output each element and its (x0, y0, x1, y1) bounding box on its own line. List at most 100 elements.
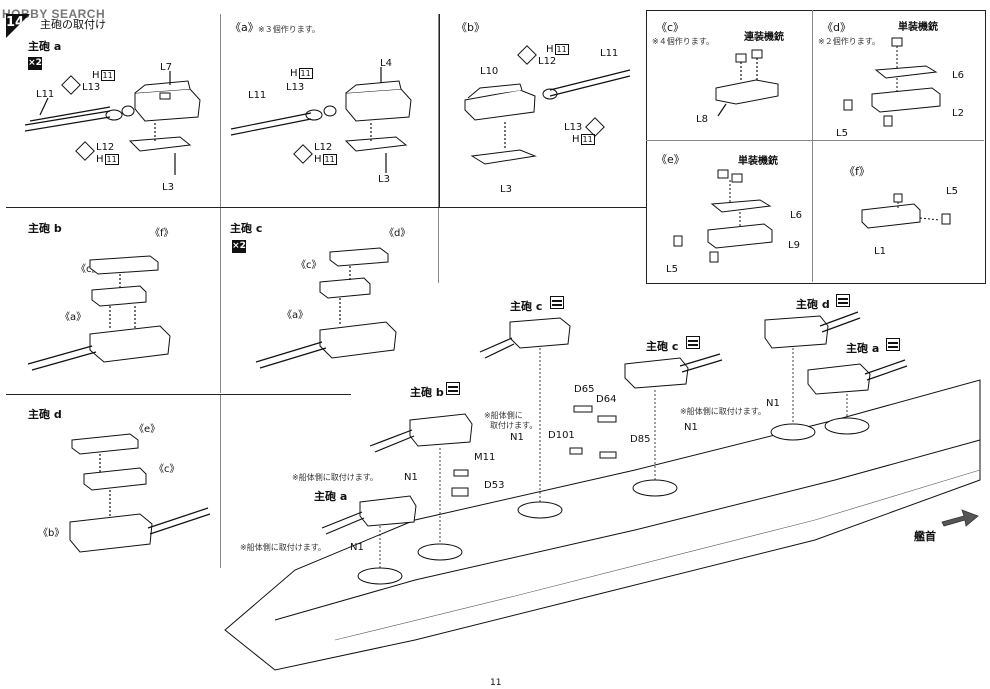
ship-turret-main-a-fwd-label: 主砲 a (314, 490, 348, 503)
sub-b-L13: L13 (564, 122, 583, 133)
ship-turrets (321, 311, 908, 535)
sub-a-L13: L13 (286, 82, 305, 93)
panel-sub-b (438, 14, 647, 207)
ship-part-N1-c: N1 (766, 398, 780, 409)
sub-c-note: ※４個作ります。 (652, 37, 714, 46)
sub-d-note: ※２個作ります。 (818, 37, 880, 46)
main-c-mid-arrow-icon (686, 336, 700, 349)
ship-part-D101: D101 (548, 430, 575, 441)
main-c-fwd-arrow-icon (550, 296, 564, 309)
sub-a-note: ※３個作ります。 (258, 25, 320, 34)
ship-part-D64: D64 (596, 394, 617, 405)
ship-note-hull-4: ※船体側に取付けます。 (240, 543, 326, 552)
sub-a-L3: L3 (378, 174, 390, 185)
sub-a-L11: L11 (248, 90, 267, 101)
main-d-tag-b: 《b》 (38, 528, 65, 539)
sub-c-L8: L8 (696, 114, 708, 125)
ship-part-N1-d: N1 (404, 472, 418, 483)
sub-d-title: 《d》 (822, 21, 851, 34)
ship-turret-main-c-mid-label: 主砲 c (646, 340, 679, 353)
sub-d-L5: L5 (836, 128, 848, 139)
divider-right-v (812, 10, 813, 282)
ship-turret-main-d-label: 主砲 d (796, 298, 830, 311)
sub-a-L12: L12 (314, 142, 333, 153)
sub-f-L1: L1 (874, 246, 886, 257)
ship-note-hull-1b: 取付けます。 (490, 421, 538, 430)
sub-f-diagram (861, 193, 951, 229)
main-d-arrow-icon (836, 294, 850, 307)
main-c-tag-a: 《a》 (282, 310, 309, 321)
main-d-title: 主砲 d (28, 408, 62, 421)
main-c-diagram (255, 247, 397, 369)
watermark-logo: HOBBY SEARCH (2, 3, 152, 21)
ship-note-hull-3: ※船体側に取付けます。 (292, 473, 378, 482)
ship-part-D85: D85 (630, 434, 651, 445)
sub-a-diagram (230, 67, 412, 173)
ship-turret-main-b-label: 主砲 b (410, 386, 444, 399)
bow-arrow-icon (941, 509, 979, 527)
sub-b-L11: L11 (600, 48, 619, 59)
main-c-multiplier: ×2 (232, 240, 246, 253)
main-d-diagram (69, 433, 211, 553)
main-d-tag-e: 《e》 (134, 424, 161, 435)
sub-a-L4: L4 (380, 58, 392, 69)
page-number: 11 (490, 678, 502, 688)
sub-e-L9: L9 (788, 240, 800, 251)
panel-right-group (646, 10, 986, 284)
sub-b-title: 《b》 (456, 21, 485, 34)
main-b-diagram (27, 255, 171, 371)
sub-e-L5: L5 (666, 264, 678, 275)
main-b-title: 主砲 b (28, 222, 62, 235)
main-a-diagram (24, 71, 201, 175)
ship-note-hull-2: ※船体側に取付けます。 (680, 407, 766, 416)
main-a-title: 主砲 a (28, 40, 62, 53)
main-c-tag-c: 《c》 (296, 260, 322, 271)
main-c-title: 主砲 c (230, 222, 263, 235)
ship-part-N1-b: N1 (684, 422, 698, 433)
main-a-L12: L12 (96, 142, 115, 153)
sub-d-diagram (843, 37, 941, 127)
ship-part-N1-e: N1 (350, 542, 364, 553)
sub-c-diagram (715, 49, 779, 117)
sub-b-L10: L10 (480, 66, 499, 77)
ship-part-M11: M11 (474, 452, 496, 463)
sub-d-heading: 単装機銃 (898, 22, 938, 33)
panel-sub-a (220, 14, 440, 207)
main-b-arrow-icon (446, 382, 460, 395)
divider-mid-h (6, 207, 646, 208)
sub-b-L3: L3 (500, 184, 512, 195)
divider-lower-h (6, 394, 351, 395)
main-b-tag-c: 《c》 (76, 264, 102, 275)
sub-c-heading: 連装機銃 (744, 32, 784, 43)
ship-small-parts (451, 405, 617, 497)
divider-main-d-v (220, 395, 221, 568)
divider-right-h (646, 140, 984, 141)
divider-main-c (438, 208, 439, 283)
main-a-L7: L7 (160, 62, 172, 73)
divider-main-bc (220, 208, 221, 393)
main-a-multiplier: ×2 (28, 57, 42, 70)
ship-turret-main-a-aft-label: 主砲 a (846, 342, 880, 355)
sub-b-L12: L12 (538, 56, 557, 67)
sub-d-L6: L6 (952, 70, 964, 81)
main-c-tag-d: 《d》 (384, 228, 411, 239)
ship-part-D53: D53 (484, 480, 505, 491)
sub-f-title: 《f》 (844, 165, 870, 178)
sub-e-heading: 単装機銃 (738, 156, 778, 167)
watermark-text: HOBBY SEARCH (2, 7, 106, 21)
main-a-aft-arrow-icon (886, 338, 900, 351)
sub-e-L6: L6 (790, 210, 802, 221)
bow-label: 艦首 (914, 530, 936, 543)
ship-note-hull-1: ※船体側に (484, 411, 523, 420)
sub-a-title: 《a》 (230, 21, 259, 34)
main-b-tag-f: 《f》 (150, 228, 174, 239)
ship-turret-main-c-fwd-label: 主砲 c (510, 300, 543, 313)
step-title: 主砲の取付け (40, 18, 106, 31)
main-a-L13: L13 (82, 82, 101, 93)
